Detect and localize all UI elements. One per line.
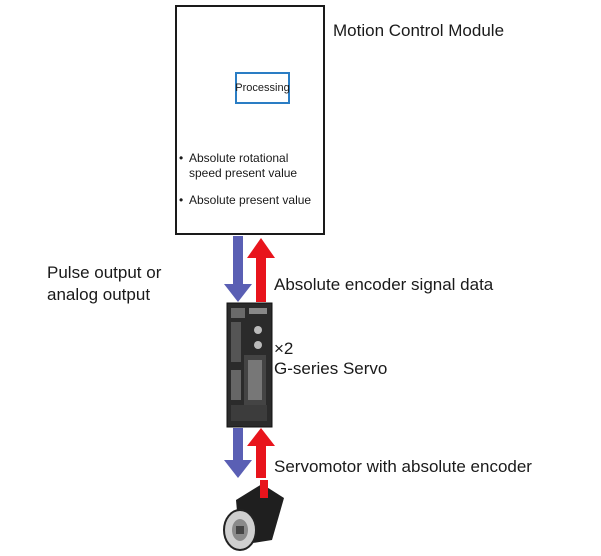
module-title: Motion Control Module [333, 21, 505, 40]
servo-name-label: G-series Servo [274, 359, 388, 378]
pulse-output-arrow [224, 236, 252, 302]
present-values-list: Absolute rotational speed present value … [177, 151, 327, 208]
processing-box: Processing [235, 72, 290, 104]
servomotor-label: Servomotor with absolute encoder [274, 457, 532, 476]
rotational-speed-value-item: Absolute rotational speed present value [177, 151, 327, 181]
servo-count-label: ×2 [274, 339, 294, 358]
motor-drive-arrow [224, 428, 252, 478]
present-value-item: Absolute present value [177, 193, 327, 208]
pulse-output-label: Pulse output or analog output [47, 263, 162, 304]
encoder-signal-arrow [247, 238, 275, 302]
motion-control-module: Processing Absolute rotational speed pre… [175, 5, 325, 235]
servomotor-icon [223, 480, 284, 551]
encoder-feedback-arrow [247, 428, 275, 478]
encoder-signal-label: Absolute encoder signal data [274, 275, 494, 294]
servo-drive-icon [226, 302, 273, 428]
